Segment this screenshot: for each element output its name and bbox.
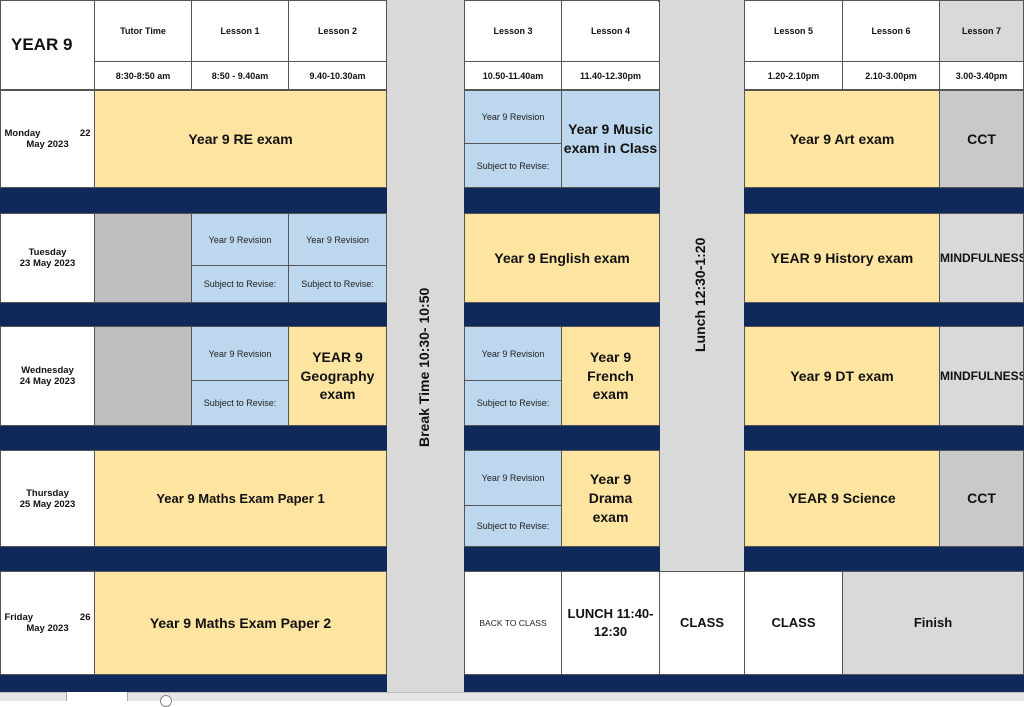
class-cell: CLASS [744, 571, 843, 675]
day-number: 22 [79, 128, 91, 139]
lunch-column [660, 0, 744, 572]
separator-bar [0, 546, 1024, 572]
lunch-label: Lunch 12:30-1:20 [692, 237, 708, 352]
revision-cell: Year 9 Revision [191, 213, 289, 266]
exam-cell: Year 9 Maths Exam Paper 1 [94, 450, 387, 547]
time-lesson7: 3.00-3.40pm [939, 61, 1024, 90]
class-cell: CLASS [659, 571, 745, 675]
break-column [387, 0, 464, 692]
lunch-cell: LUNCH 11:40-12:30 [561, 571, 660, 675]
day-name: Wednesday [21, 365, 74, 376]
separator-bar [0, 674, 1024, 692]
empty-cell [94, 213, 192, 303]
day-date: 24 May 2023 [19, 376, 76, 387]
header-lesson2: Lesson 2 [288, 0, 387, 62]
exam-cell: Year 9 French exam [561, 326, 660, 426]
sheet-tab-bar [0, 692, 1024, 701]
day-cell-monday: Monday 22 May 2023 [0, 90, 95, 188]
title-text: YEAR 9 [11, 35, 73, 54]
exam-cell: Year 9 Music exam in Class [561, 90, 660, 188]
revision-cell: Year 9 Revision [464, 90, 562, 144]
lesson7-cell: CCT [939, 90, 1024, 188]
day-name: Tuesday [28, 247, 67, 258]
day-name: Thursday [26, 487, 69, 499]
back-to-class-cell: BACK TO CLASS [464, 571, 562, 675]
time-lesson1: 8:50 - 9.40am [191, 61, 289, 90]
lesson7-cell: CCT [939, 450, 1024, 547]
header-lesson3: Lesson 3 [464, 0, 562, 62]
finish-cell: Finish [842, 571, 1024, 675]
separator-bar [0, 302, 1024, 327]
exam-cell: YEAR 9 History exam [744, 213, 940, 303]
break-label: Break Time 10:30- 10:50 [416, 287, 432, 447]
day-cell-wednesday: Wednesday 24 May 2023 [0, 326, 95, 426]
time-lesson4: 11.40-12.30pm [561, 61, 660, 90]
day-cell-tuesday: Tuesday 23 May 2023 [0, 213, 95, 303]
day-name: Monday [4, 128, 41, 139]
subject-cell: Subject to Revise: [464, 380, 562, 426]
separator-bar [0, 187, 1024, 214]
subject-cell: Subject to Revise: [191, 380, 289, 426]
day-month: May 2023 [26, 623, 69, 634]
header-lesson6: Lesson 6 [842, 0, 940, 62]
page-title: YEAR 9 [0, 0, 95, 90]
exam-cell: Year 9 English exam [464, 213, 660, 303]
subject-cell: Subject to Revise: [464, 143, 562, 188]
day-date: 25 May 2023 [19, 498, 76, 510]
revision-cell: Year 9 Revision [464, 450, 562, 506]
header-lesson7: Lesson 7 [939, 0, 1024, 62]
empty-cell [94, 326, 192, 426]
time-lesson5: 1.20-2.10pm [744, 61, 843, 90]
exam-cell: Year 9 Maths Exam Paper 2 [94, 571, 387, 675]
exam-cell: YEAR 9 Geography exam [288, 326, 387, 426]
time-lesson6: 2.10-3.00pm [842, 61, 940, 90]
time-tutor: 8:30-8:50 am [94, 61, 192, 90]
revision-cell: Year 9 Revision [464, 326, 562, 381]
day-name: Friday [4, 612, 34, 623]
day-date: 23 May 2023 [19, 258, 76, 269]
day-number: 26 [79, 612, 91, 623]
separator-bar [0, 425, 1024, 451]
day-month: May 2023 [26, 139, 69, 150]
day-cell-friday: Friday 26 May 2023 [0, 571, 95, 675]
exam-cell: Year 9 RE exam [94, 90, 387, 188]
exam-cell: Year 9 Art exam [744, 90, 940, 188]
header-lesson4: Lesson 4 [561, 0, 660, 62]
exam-cell: YEAR 9 Science [744, 450, 940, 547]
exam-cell: Year 9 DT exam [744, 326, 940, 426]
header-lesson1: Lesson 1 [191, 0, 289, 62]
subject-cell: Subject to Revise: [191, 265, 289, 303]
day-cell-thursday: Thursday 25 May 2023 [0, 450, 95, 547]
header-tutor: Tutor Time [94, 0, 192, 62]
exam-cell: Year 9 Drama exam [561, 450, 660, 547]
sheet-tab[interactable] [66, 692, 128, 701]
revision-cell: Year 9 Revision [191, 326, 289, 381]
subject-cell: Subject to Revise: [288, 265, 387, 303]
lesson7-cell: MINDFULNESS [939, 213, 1024, 303]
header-lesson5: Lesson 5 [744, 0, 843, 62]
subject-cell: Subject to Revise: [464, 505, 562, 547]
revision-cell: Year 9 Revision [288, 213, 387, 266]
time-lesson3: 10.50-11.40am [464, 61, 562, 90]
header-spacer [658, 0, 660, 2]
time-lesson2: 9.40-10.30am [288, 61, 387, 90]
add-sheet-icon[interactable] [160, 695, 172, 707]
lesson7-cell: MINDFULNESS [939, 326, 1024, 426]
